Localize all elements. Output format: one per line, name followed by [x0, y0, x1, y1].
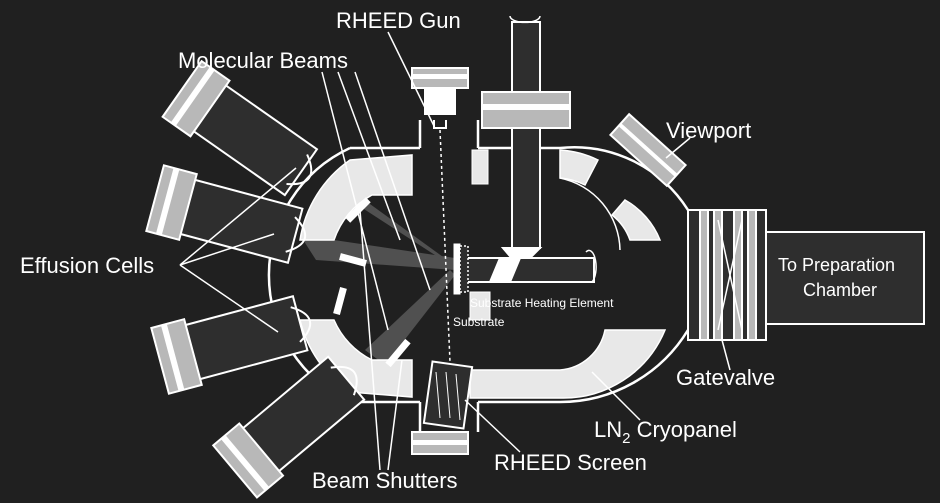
viewport [608, 112, 688, 188]
label-rheed-gun: RHEED Gun [336, 8, 461, 33]
effusion-cell-1 [161, 59, 319, 197]
label-effusion-cells: Effusion Cells [20, 253, 154, 278]
label-gatevalve: Gatevalve [676, 365, 775, 390]
ln2-cryopanel-right [469, 149, 667, 399]
label-substrate-heating-element: Substrate Heating Element [470, 296, 614, 310]
chamber-inner-right [559, 177, 621, 251]
label-rheed-screen: RHEED Screen [494, 450, 647, 475]
label-molecular-beams: Molecular Beams [178, 48, 348, 73]
rotation-arrow-top [509, 15, 541, 24]
label-beam-shutters: Beam Shutters [312, 468, 458, 493]
leader-lines [179, 31, 731, 471]
shield-block-2 [469, 291, 491, 321]
rheed-screen [411, 360, 474, 455]
rotation-arrow-side [585, 249, 597, 283]
rheed-beam [439, 129, 451, 363]
label-ln2-cryopanel: LN2 Cryopanel [594, 417, 737, 447]
ln2-cryopanel-left [299, 154, 413, 398]
label-to-preparation-1: To Preparation [778, 255, 895, 275]
substrate-heating-element [459, 245, 469, 293]
label-substrate: Substrate [453, 315, 505, 329]
effusion-cell-2 [145, 164, 307, 264]
manipulator-vertical [481, 21, 571, 270]
gatevalve [687, 209, 767, 341]
substrate-holder [465, 257, 595, 283]
shield-block-1 [471, 149, 489, 185]
preparation-chamber [765, 231, 925, 325]
effusion-cell-3 [150, 295, 312, 395]
rheed-gun [411, 67, 469, 129]
label-to-preparation-2: Chamber [803, 280, 877, 300]
label-viewport: Viewport [666, 118, 751, 143]
substrate [453, 243, 461, 295]
effusion-cell-4 [211, 355, 366, 499]
